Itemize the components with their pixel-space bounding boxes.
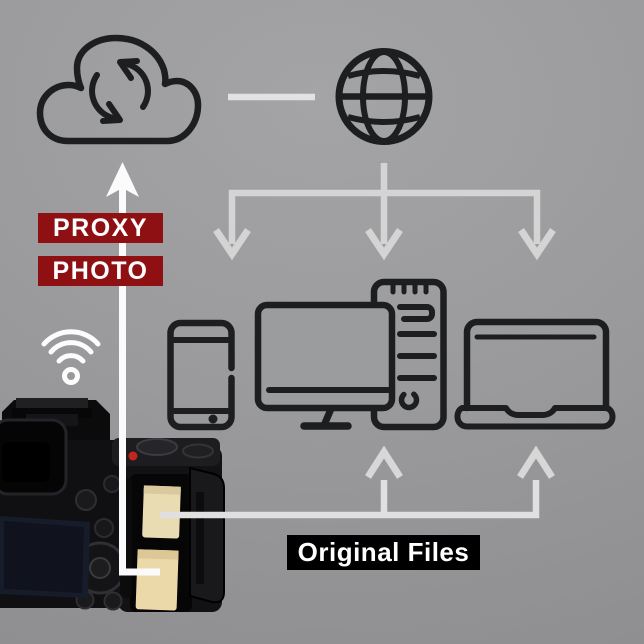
original-files-text: Original Files (297, 537, 470, 567)
original-files-label: Original Files (287, 535, 480, 570)
globe-icon (335, 48, 433, 145)
camera-card-door (189, 466, 225, 604)
smartphone-icon (167, 319, 235, 431)
proxy-badge-text2: PHOTO (52, 256, 149, 285)
camera-rec-button (128, 451, 138, 461)
desktop-monitor-icon (254, 301, 396, 430)
original-files-arrows (160, 445, 555, 519)
cloud-sync-icon (36, 34, 202, 145)
proxy-upload-arrow (106, 162, 160, 576)
distribution-arrows (213, 163, 556, 261)
laptop-icon (454, 318, 616, 430)
proxy-badge-line2: PHOTO (38, 256, 163, 286)
wifi-icon (41, 329, 101, 385)
proxy-badge-line1: PROXY (38, 213, 163, 243)
proxy-badge-text1: PROXY (52, 213, 149, 242)
power-button-glyph (398, 389, 420, 411)
